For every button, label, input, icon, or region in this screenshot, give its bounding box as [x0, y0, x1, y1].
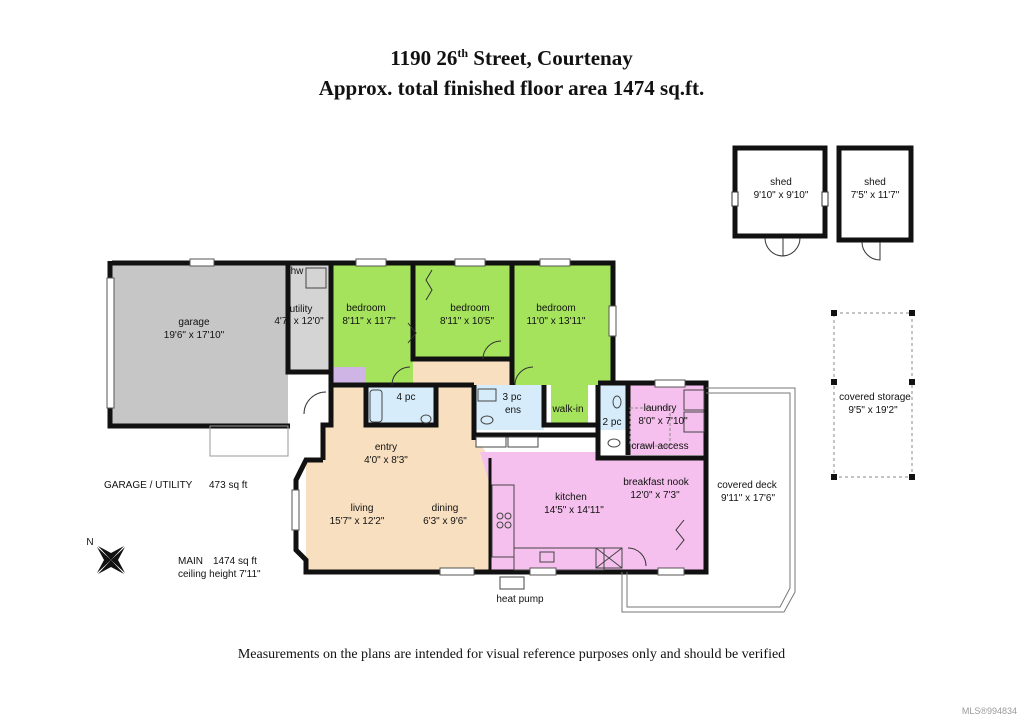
utility-label: utility [290, 304, 313, 315]
shed-2-label: shed [864, 177, 886, 188]
garage-apron [209, 425, 289, 457]
dryer [683, 411, 705, 433]
main-level-label: MAIN [178, 556, 203, 567]
covered-storage-dim: 9'5" x 19'2" [848, 405, 898, 416]
laundry-dim: 8'0" x 7'10" [638, 416, 688, 427]
covered-storage-label: covered storage [839, 392, 911, 403]
crawl-access-label: crawl access [631, 441, 688, 452]
hw-label: hw [291, 266, 305, 277]
nook-label: breakfast nook [623, 477, 690, 488]
bathtub [369, 389, 383, 423]
shed-1-dim: 9'10" x 9'10" [754, 190, 809, 201]
dining-dim: 6'3" x 9'6" [423, 516, 467, 527]
bath-2pc-area [598, 385, 628, 430]
bedroom-2-dim: 8'11" x 10'5" [440, 316, 495, 327]
disclaimer-text: Measurements on the plans are intended f… [237, 647, 786, 662]
shower [477, 388, 497, 402]
wall [331, 260, 616, 385]
ensuite-area [474, 385, 544, 430]
bedroom-2-area [413, 261, 512, 359]
bedroom-3-label: bedroom [536, 303, 575, 314]
bedroom-1-area [331, 261, 413, 385]
toilet [420, 414, 432, 424]
washer [683, 389, 705, 411]
dining-label: dining [432, 503, 459, 514]
kitchen-area [480, 452, 706, 570]
heat-pump-unit [499, 576, 525, 590]
sink [607, 438, 621, 448]
toilet [612, 395, 622, 409]
area-subtitle: Approx. total finished floor area 1474 s… [318, 76, 705, 100]
bedroom-1-dim: 8'11" x 11'7" [342, 316, 396, 327]
bedroom-1-label: bedroom [346, 303, 385, 314]
ceiling-height-label: ceiling height 7'11" [178, 569, 261, 580]
kitchen-counter [513, 547, 605, 571]
wall [320, 385, 334, 460]
living-dim: 15'7" x 12'2" [330, 516, 385, 527]
wall [293, 457, 490, 575]
toilet [480, 415, 494, 425]
garage-area [112, 261, 288, 424]
shed-2-dim: 7'5" x 11'7" [851, 190, 900, 201]
compass-icon [97, 546, 125, 574]
crawl-hatch [629, 407, 671, 447]
deck-dim: 9'11" x 17'6" [721, 493, 776, 504]
shed-1-label: shed [770, 177, 792, 188]
kitchen-label: kitchen [555, 492, 587, 503]
mls-watermark: MLS®994834 [961, 706, 1017, 716]
entry-label: entry [375, 442, 397, 453]
bath-2pc-label: 2 pc [603, 417, 622, 428]
closet-area [331, 367, 366, 385]
bath-4pc-area [366, 385, 436, 425]
kitchen-sink [539, 551, 555, 563]
wall [541, 385, 598, 428]
laundry-label: laundry [644, 403, 677, 414]
covered-deck-outline [621, 387, 796, 613]
bedroom-2-label: bedroom [450, 303, 489, 314]
garage-utility-label: GARAGE / UTILITY [104, 480, 193, 491]
heat-pump-label: heat pump [496, 594, 544, 605]
deck-label: covered deck [717, 480, 777, 491]
wall [595, 385, 706, 461]
shed-1 [732, 145, 828, 239]
shed-2 [836, 145, 914, 243]
bedroom-3-area [512, 261, 613, 385]
kitchen-fridge [595, 547, 623, 569]
walk-in-label: walk-in [551, 404, 583, 415]
compass-north-label: N [86, 537, 93, 548]
wall [363, 385, 439, 428]
nook-dim: 12'0" x 7'3" [630, 490, 680, 501]
laundry-area [628, 385, 706, 455]
walk-in-area [551, 385, 588, 425]
ensuite-label: 3 pc [503, 392, 522, 403]
kitchen-counter [491, 484, 515, 558]
kitchen-dim: 14'5" x 14'11" [544, 505, 604, 516]
wall [410, 263, 512, 362]
main-level-area: 1474 sq ft [213, 556, 257, 567]
garage-utility-area: 473 sq ft [209, 480, 248, 491]
water-heater [305, 267, 327, 289]
wall [285, 263, 331, 375]
bedroom-3-dim: 11'0" x 13'11" [527, 316, 586, 327]
hall-living-area [306, 359, 512, 570]
utility-dim: 4'7" x 12'0" [274, 316, 324, 327]
address-title: 1190 26th Street, Courtenay [390, 46, 633, 70]
entry-dim: 4'0" x 8'3" [364, 455, 408, 466]
bath-4pc-label: 4 pc [397, 392, 416, 403]
covered-storage-outline [833, 312, 913, 478]
wall [490, 380, 709, 575]
ensuite-sub-label: ens [505, 405, 521, 416]
utility-area [288, 261, 331, 372]
living-label: living [351, 503, 374, 514]
garage-label: garage [178, 317, 210, 328]
garage-dim: 19'6" x 17'10" [164, 330, 225, 341]
